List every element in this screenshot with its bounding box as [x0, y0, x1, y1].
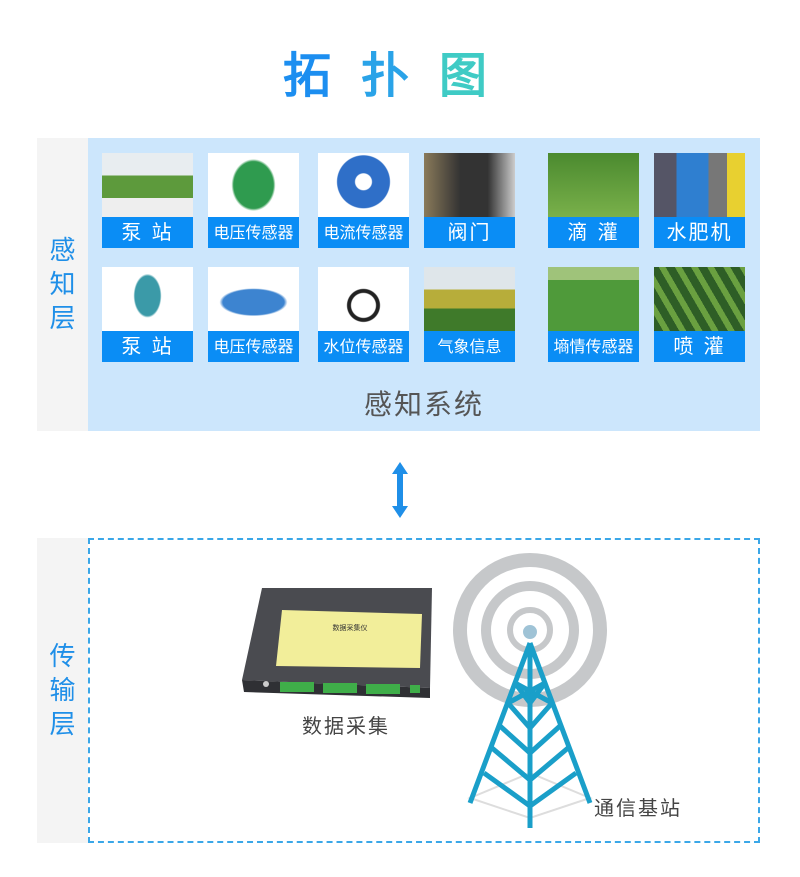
sensor-tile-label: 电压传感器 [208, 331, 299, 362]
title-char: 扑 [360, 48, 439, 104]
sensor-tile: 阀门 [424, 153, 515, 248]
pump-station-image [102, 153, 193, 217]
communication-tower-icon [453, 553, 607, 828]
tower-label: 通信基站 [594, 796, 682, 820]
current-sensor-image [318, 153, 409, 217]
title-char: 图 [439, 48, 518, 104]
sensor-tile-label: 水位传感器 [318, 331, 409, 362]
sensor-tile: 电压传感器 [208, 153, 299, 248]
title-char: 拓 [282, 48, 361, 104]
char: 知 [49, 269, 76, 300]
fertigation-machine-image [654, 153, 745, 217]
pressure-transmitter-image [102, 267, 193, 331]
sensor-tile: 水位传感器 [318, 267, 409, 362]
sensor-tile: 气象信息 [424, 267, 515, 362]
sensor-tile: 墒情传感器 [548, 267, 639, 362]
collector-label: 数据采集 [302, 714, 390, 738]
sensor-tile-label: 墒情传感器 [548, 331, 639, 362]
sensor-tile-label: 阀门 [424, 217, 515, 248]
sensor-tile-label: 泵 站 [102, 217, 193, 248]
collector-plate-text: 数据采集仪 [333, 623, 368, 632]
char: 层 [49, 709, 76, 740]
char: 传 [49, 641, 76, 672]
sensor-tile: 电流传感器 [318, 153, 409, 248]
sprinkler-irrigation-image [654, 267, 745, 331]
sensor-tile-label: 滴 灌 [548, 217, 639, 248]
transport-panel [88, 538, 760, 843]
sensor-tile-label: 喷 灌 [654, 331, 745, 362]
weather-station-image [424, 267, 515, 331]
page-title: 拓扑图 [0, 36, 800, 106]
valve-image [424, 153, 515, 217]
sensor-tile: 泵 站 [102, 153, 193, 248]
perception-system-label: 感知系统 [363, 388, 484, 421]
sensor-tile: 泵 站 [102, 267, 193, 362]
bidirectional-arrow-icon [392, 462, 408, 518]
sensor-tile: 电压传感器 [208, 267, 299, 362]
flow-meter-image [208, 267, 299, 331]
sensor-tile-label: 气象信息 [424, 331, 515, 362]
sensor-tile: 水肥机 [654, 153, 745, 248]
soil-moisture-sensor-image [548, 267, 639, 331]
data-collector-device: 数据采集仪 [242, 588, 432, 698]
char: 输 [49, 675, 76, 706]
transport-layer-label: 传输层 [37, 538, 88, 843]
drip-irrigation-image [548, 153, 639, 217]
sensor-tile-label: 电流传感器 [318, 217, 409, 248]
sensor-tile-label: 水肥机 [654, 217, 745, 248]
char: 层 [49, 303, 76, 334]
voltage-sensor-image [208, 153, 299, 217]
sensor-tile: 滴 灌 [548, 153, 639, 248]
sensor-tile-label: 电压传感器 [208, 217, 299, 248]
perception-layer-label: 感知层 [37, 138, 88, 431]
water-level-sensor-image [318, 267, 409, 331]
sensor-tile-label: 泵 站 [102, 331, 193, 362]
char: 感 [49, 235, 76, 266]
sensor-tile: 喷 灌 [654, 267, 745, 362]
